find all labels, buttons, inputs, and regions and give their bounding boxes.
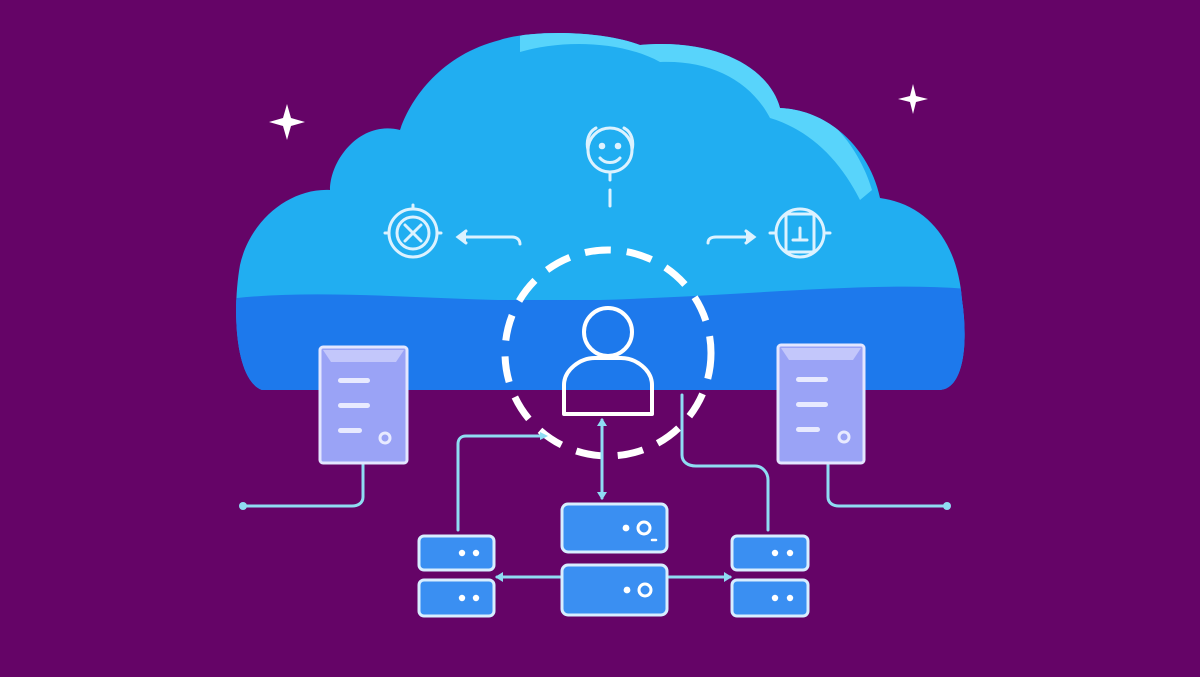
server-unit-icon	[562, 565, 667, 615]
server-tower-icon	[320, 347, 407, 463]
server-unit-icon	[419, 536, 494, 570]
server-tower-icon	[778, 345, 864, 463]
server-unit-icon	[732, 536, 808, 570]
sparkle-icon	[898, 84, 928, 114]
server-unit-icon	[562, 504, 667, 552]
server-unit-icon	[419, 580, 494, 616]
server-unit-icon	[732, 580, 808, 616]
sparkle-icon	[269, 104, 305, 140]
